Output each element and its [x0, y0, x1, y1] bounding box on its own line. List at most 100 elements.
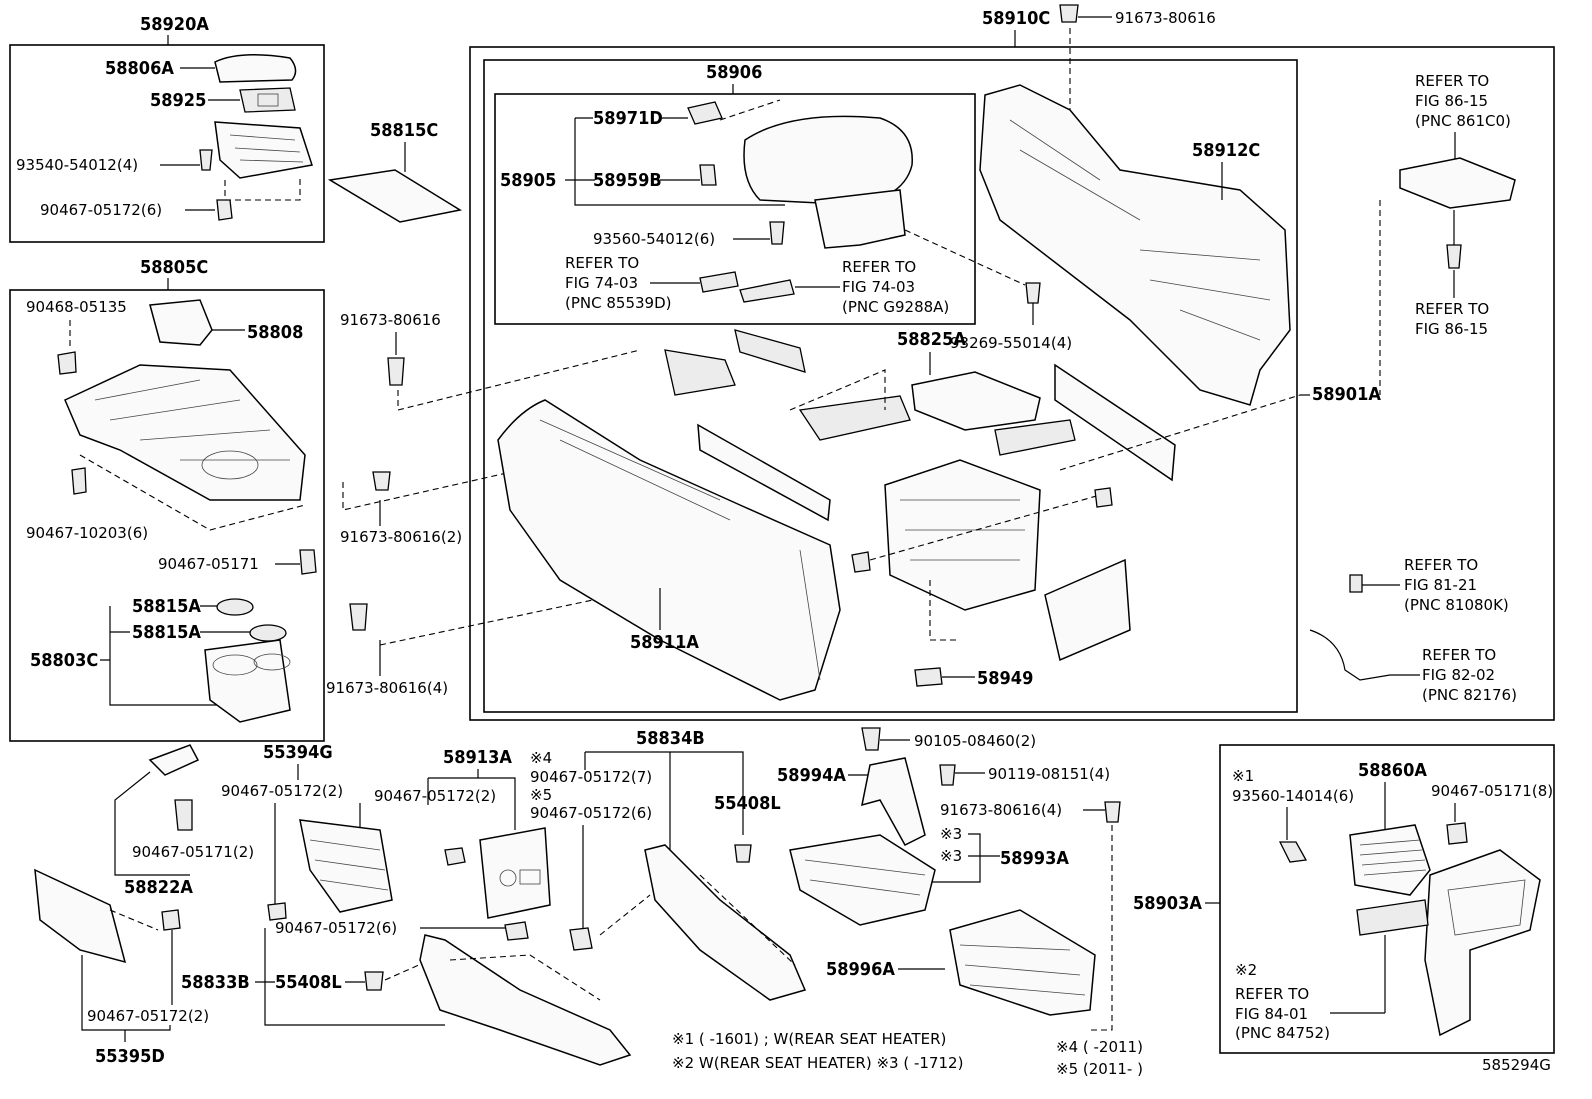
clip-icon [504, 921, 529, 941]
label-58903A: 58903A [1133, 893, 1202, 914]
label-55394G: 55394G [263, 742, 333, 763]
label-refer1-c: (PNC 85539D) [565, 294, 671, 312]
label-refer1-b: FIG 74-03 [565, 274, 638, 292]
label-90467-05171-2: 90467-05171(2) [132, 843, 254, 861]
group-box-58805C [9, 289, 325, 742]
label-93560-54012: 93560-54012(6) [593, 230, 715, 248]
clip-icon [174, 799, 193, 831]
clip-58949 [914, 667, 943, 687]
box-58996A [949, 909, 1096, 1016]
label-58913A: 58913A [443, 747, 512, 768]
label-refer6-b: FIG 82-02 [1422, 666, 1495, 684]
label-90467-10203: 90467-10203(6) [26, 524, 148, 542]
label-58815A-2: 58815A [132, 622, 201, 643]
label-58805C: 58805C [140, 257, 208, 278]
label-91673-4b: 91673-80616(4) [940, 801, 1062, 819]
label-refer7-c: (PNC 84752) [1235, 1024, 1330, 1042]
label-refer1-a: REFER TO [565, 254, 639, 272]
label-90467-05172-7: 90467-05172(7) [530, 768, 652, 786]
label-90467-05172-6c: 90467-05172(6) [530, 804, 652, 822]
clip-icon [851, 551, 871, 573]
label-55408L-a: 55408L [275, 972, 342, 993]
trim-55395D [34, 868, 127, 964]
clip-icon [57, 351, 77, 375]
label-refer4-a: REFER TO [1415, 300, 1489, 318]
label-58912C: 58912C [1192, 140, 1260, 161]
bolt-icon [372, 471, 391, 491]
label-refer6-c: (PNC 82176) [1422, 686, 1517, 704]
label-58806A: 58806A [105, 58, 174, 79]
bolt-icon [1059, 4, 1079, 23]
bracket-58994A [861, 757, 926, 846]
armrest-hinge [814, 189, 906, 249]
label-note4: ※4 [530, 749, 552, 767]
console-body-58911A [497, 399, 841, 701]
label-58901A: 58901A [1312, 384, 1381, 405]
label-55408L-b: 55408L [714, 793, 781, 814]
label-93540: 93540-54012(4) [16, 156, 138, 174]
bolt-icon [1104, 801, 1121, 823]
label-58994A: 58994A [777, 765, 846, 786]
clip-icon [444, 847, 466, 866]
label-note5: ※5 [530, 786, 552, 804]
label-58911A: 58911A [630, 632, 699, 653]
label-93560-14014: 93560-14014(6) [1232, 787, 1354, 805]
footnote-4: ※4 ( -2011) [1056, 1038, 1143, 1056]
label-refer6-a: REFER TO [1422, 646, 1496, 664]
label-58996A: 58996A [826, 959, 895, 980]
label-refer2-b: FIG 74-03 [842, 278, 915, 296]
label-91673-top: 91673-80616 [1115, 9, 1216, 27]
label-mark3b: ※3 [940, 847, 962, 865]
label-58822A: 58822A [124, 877, 193, 898]
trim-pad [697, 423, 831, 522]
label-91673-2: 91673-80616(2) [340, 528, 462, 546]
switch-panel-58913A [479, 827, 551, 919]
label-58905: 58905 [500, 170, 556, 191]
label-refer2-c: (PNC G9288A) [842, 298, 949, 316]
tray-58825A [911, 371, 1041, 431]
bolt-icon [387, 357, 405, 386]
bracket-icon [798, 395, 911, 441]
ring-58815A [216, 598, 254, 616]
label-refer7-a: REFER TO [1235, 985, 1309, 1003]
label-90467-05171a: 90467-05171 [158, 555, 259, 573]
label-91673-4a: 91673-80616(4) [326, 679, 448, 697]
vent-58860A [1349, 824, 1431, 896]
label-58906: 58906 [706, 62, 762, 83]
trim-58833B [419, 934, 632, 1066]
label-58910C: 58910C [982, 8, 1050, 29]
group-box-58903A [1219, 744, 1555, 1054]
label-91673-a: 91673-80616 [340, 311, 441, 329]
bracket-icon [664, 349, 736, 396]
footnote-5: ※5 (2011- ) [1056, 1060, 1143, 1078]
clip-icon [1094, 487, 1113, 508]
group-box-58910C [469, 46, 1555, 721]
clip-icon [1446, 822, 1468, 845]
clip-58971D [687, 101, 723, 125]
label-58860A: 58860A [1358, 760, 1427, 781]
armrest-58906 [743, 115, 913, 206]
clip-icon [71, 467, 87, 495]
label-90467-05172-2b: 90467-05172(2) [87, 1007, 209, 1025]
label-55395D: 55395D [95, 1046, 165, 1067]
label-58808: 58808 [247, 322, 303, 343]
console-lid-58806A [214, 54, 297, 83]
label-refer3-b: FIG 86-15 [1415, 92, 1488, 110]
label-note1: ※1 [1232, 767, 1254, 785]
label-58949: 58949 [977, 668, 1033, 689]
label-mark3a: ※3 [940, 825, 962, 843]
label-refer2-a: REFER TO [842, 258, 916, 276]
bolt-icon [734, 844, 752, 863]
bracket-icon [734, 329, 806, 373]
clip-icon [699, 164, 717, 186]
label-refer5-b: FIG 81-21 [1404, 576, 1477, 594]
group-box-armrest [494, 93, 976, 325]
label-90119: 90119-08151(4) [988, 765, 1110, 783]
bracket-861C0 [1399, 157, 1516, 209]
label-58834B: 58834B [636, 728, 705, 749]
bracket-icon [994, 419, 1076, 456]
label-refer3-a: REFER TO [1415, 72, 1489, 90]
diagram-code: 585294G [1482, 1056, 1551, 1074]
bolt-icon [939, 764, 956, 786]
